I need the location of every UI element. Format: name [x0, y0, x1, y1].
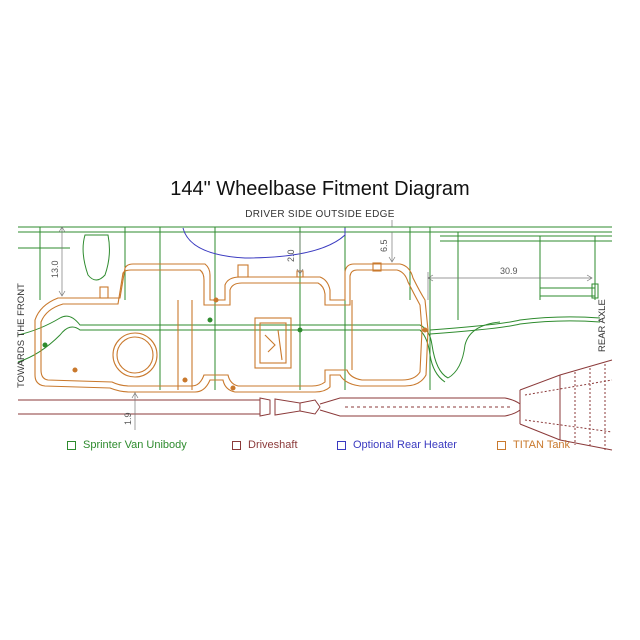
diagram-title: 144" Wheelbase Fitment Diagram — [170, 178, 470, 200]
legend-unibody: Sprinter Van Unibody — [67, 439, 187, 451]
legend-swatch-unibody — [67, 440, 76, 450]
unibody-outline — [17, 226, 612, 390]
legend-label-rear-heater: Optional Rear Heater — [353, 439, 457, 451]
driveshaft — [18, 359, 613, 451]
legend-rear-heater: Optional Rear Heater — [337, 439, 457, 451]
legend-swatch-titan-tank — [497, 440, 506, 450]
dimension-6-5: 6.5 — [379, 239, 389, 252]
legend-label-driveshaft: Driveshaft — [248, 439, 298, 451]
dimension-1-9: 1.9 — [123, 412, 133, 425]
legend-driveshaft: Driveshaft — [232, 439, 298, 451]
optional-rear-heater — [182, 227, 346, 259]
dimension-2: 2.0 — [286, 249, 296, 262]
dimension-lines — [58, 220, 593, 430]
legend-label-titan-tank: TITAN Tank — [513, 439, 571, 451]
legend-titan-tank: TITAN Tank — [497, 439, 570, 451]
dimension-30-9: 30.9 — [500, 266, 518, 276]
legend-label-unibody: Sprinter Van Unibody — [83, 439, 187, 451]
dimension-13: 13.0 — [50, 260, 60, 278]
towards-front-label: TOWARDS THE FRONT — [16, 283, 27, 388]
driver-side-label: DRIVER SIDE OUTSIDE EDGE — [245, 209, 395, 220]
rear-axle-label: REAR AXLE — [597, 299, 608, 352]
titan-tank — [34, 262, 429, 393]
legend-swatch-driveshaft — [232, 440, 241, 450]
legend-swatch-rear-heater — [337, 440, 346, 450]
